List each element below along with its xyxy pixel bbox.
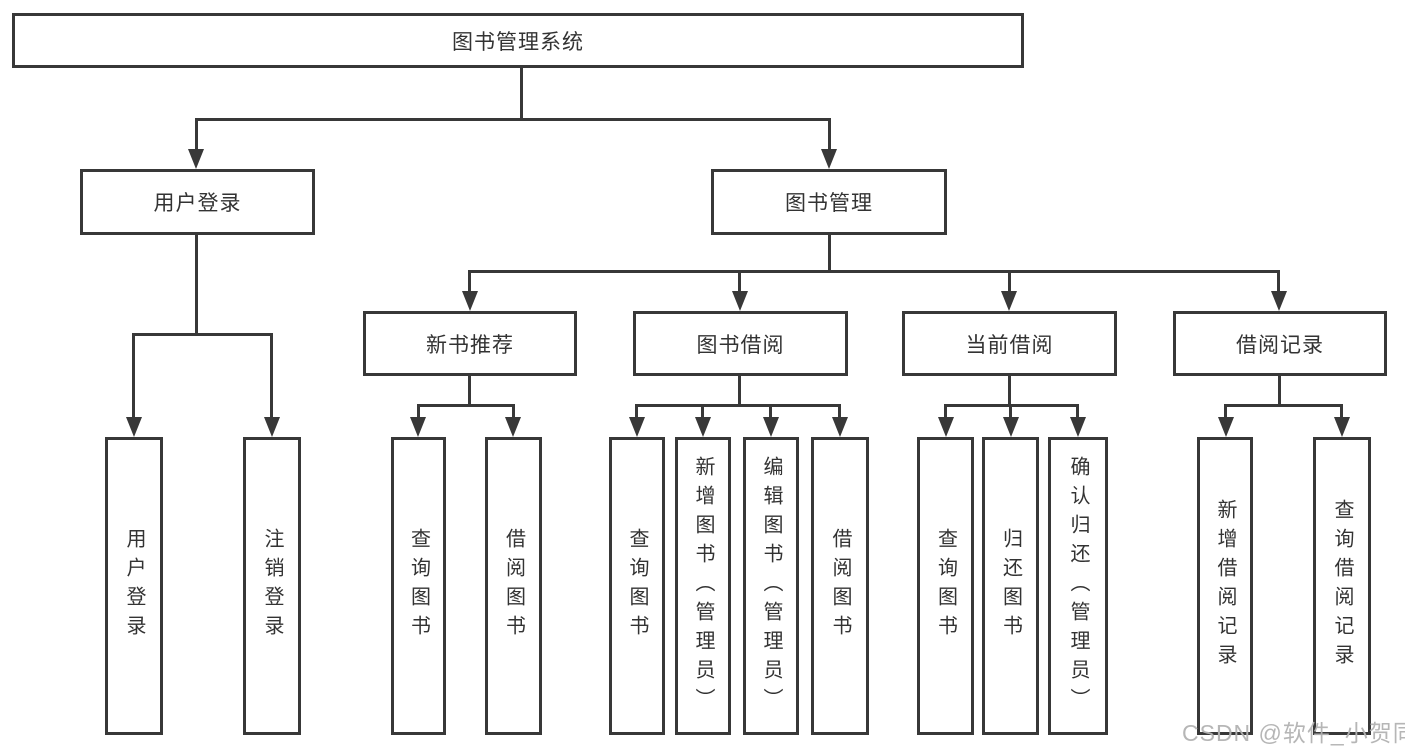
leaf-user-login: 用户登录 [105,437,163,735]
connector-book-borrow-stem [738,376,741,404]
connector-to-book-borrow [738,270,741,292]
leaf-current-query-books: 查询图书 [917,437,974,735]
leaf-borrowing-query-books: 查询图书 [609,437,665,735]
leaf-return-books: 归还图书 [982,437,1039,735]
arrow-down-icon [1334,417,1350,437]
connector-to-leaf-logout [270,333,273,417]
connector-leaf [1076,404,1079,417]
leaf-recommend-query-books: 查询图书 [391,437,446,735]
connector-leaf [1224,404,1227,417]
arrow-down-icon [1070,417,1086,437]
node-new-book-recommend: 新书推荐 [363,311,577,376]
connector-to-borrow-records [1277,270,1280,292]
connector-leaf [512,404,515,417]
leaf-confirm-return-admin: 确认归还（管理员） [1048,437,1108,735]
arrow-down-icon [1001,291,1017,311]
leaf-add-books-admin: 新增图书（管理员） [675,437,731,735]
connector-to-user-login [195,118,198,150]
node-borrowing-records: 借阅记录 [1173,311,1387,376]
arrow-down-icon [732,291,748,311]
leaf-edit-books-admin: 编辑图书（管理员） [743,437,799,735]
connector-root-crossbar [195,118,831,121]
node-book-borrowing: 图书借阅 [633,311,848,376]
connector-new-book-rec-stem [468,376,471,404]
leaf-logout: 注销登录 [243,437,301,735]
connector-to-new-book-rec [468,270,471,292]
connector-borrow-records-stem [1278,376,1281,404]
arrow-down-icon [763,417,779,437]
arrow-down-icon [1218,417,1234,437]
leaf-add-borrow-record: 新增借阅记录 [1197,437,1253,735]
arrow-down-icon [410,417,426,437]
node-book-management: 图书管理 [711,169,947,235]
arrow-down-icon [264,417,280,437]
leaf-recommend-borrow-books: 借阅图书 [485,437,542,735]
connector-root-stem [520,68,523,118]
connector-current-borrow-stem [1008,376,1011,404]
connector-leaf [769,404,772,417]
arrow-down-icon [1003,417,1019,437]
csdn-watermark: CSDN @软件_小贺同学 [1182,720,1405,746]
arrow-down-icon [188,149,204,169]
arrow-down-icon [126,417,142,437]
connector-book-mgmt-crossbar [468,270,1278,273]
arrow-down-icon [821,149,837,169]
connector-borrow-records-crossbar [1224,404,1343,407]
connector-new-book-rec-crossbar [417,404,515,407]
connector-to-current-borrow [1008,270,1011,292]
arrow-down-icon [832,417,848,437]
connector-leaf [1009,404,1012,417]
arrow-down-icon [462,291,478,311]
connector-to-book-mgmt [828,118,831,150]
connector-leaf [417,404,420,417]
connector-leaf [701,404,704,417]
node-root: 图书管理系统 [12,13,1024,68]
node-current-borrowing: 当前借阅 [902,311,1117,376]
arrow-down-icon [695,417,711,437]
node-user-login: 用户登录 [80,169,315,235]
connector-book-mgmt-stem [828,235,831,270]
connector-leaf [635,404,638,417]
connector-to-leaf-login [132,333,135,417]
leaf-query-borrow-record: 查询借阅记录 [1313,437,1371,735]
connector-book-borrow-crossbar [635,404,841,407]
connector-user-login-crossbar [132,333,273,336]
connector-leaf [1340,404,1343,417]
connector-leaf [838,404,841,417]
connector-user-login-stem [195,235,198,333]
arrow-down-icon [629,417,645,437]
connector-leaf [944,404,947,417]
arrow-down-icon [505,417,521,437]
arrow-down-icon [938,417,954,437]
arrow-down-icon [1271,291,1287,311]
leaf-borrow-books: 借阅图书 [811,437,869,735]
